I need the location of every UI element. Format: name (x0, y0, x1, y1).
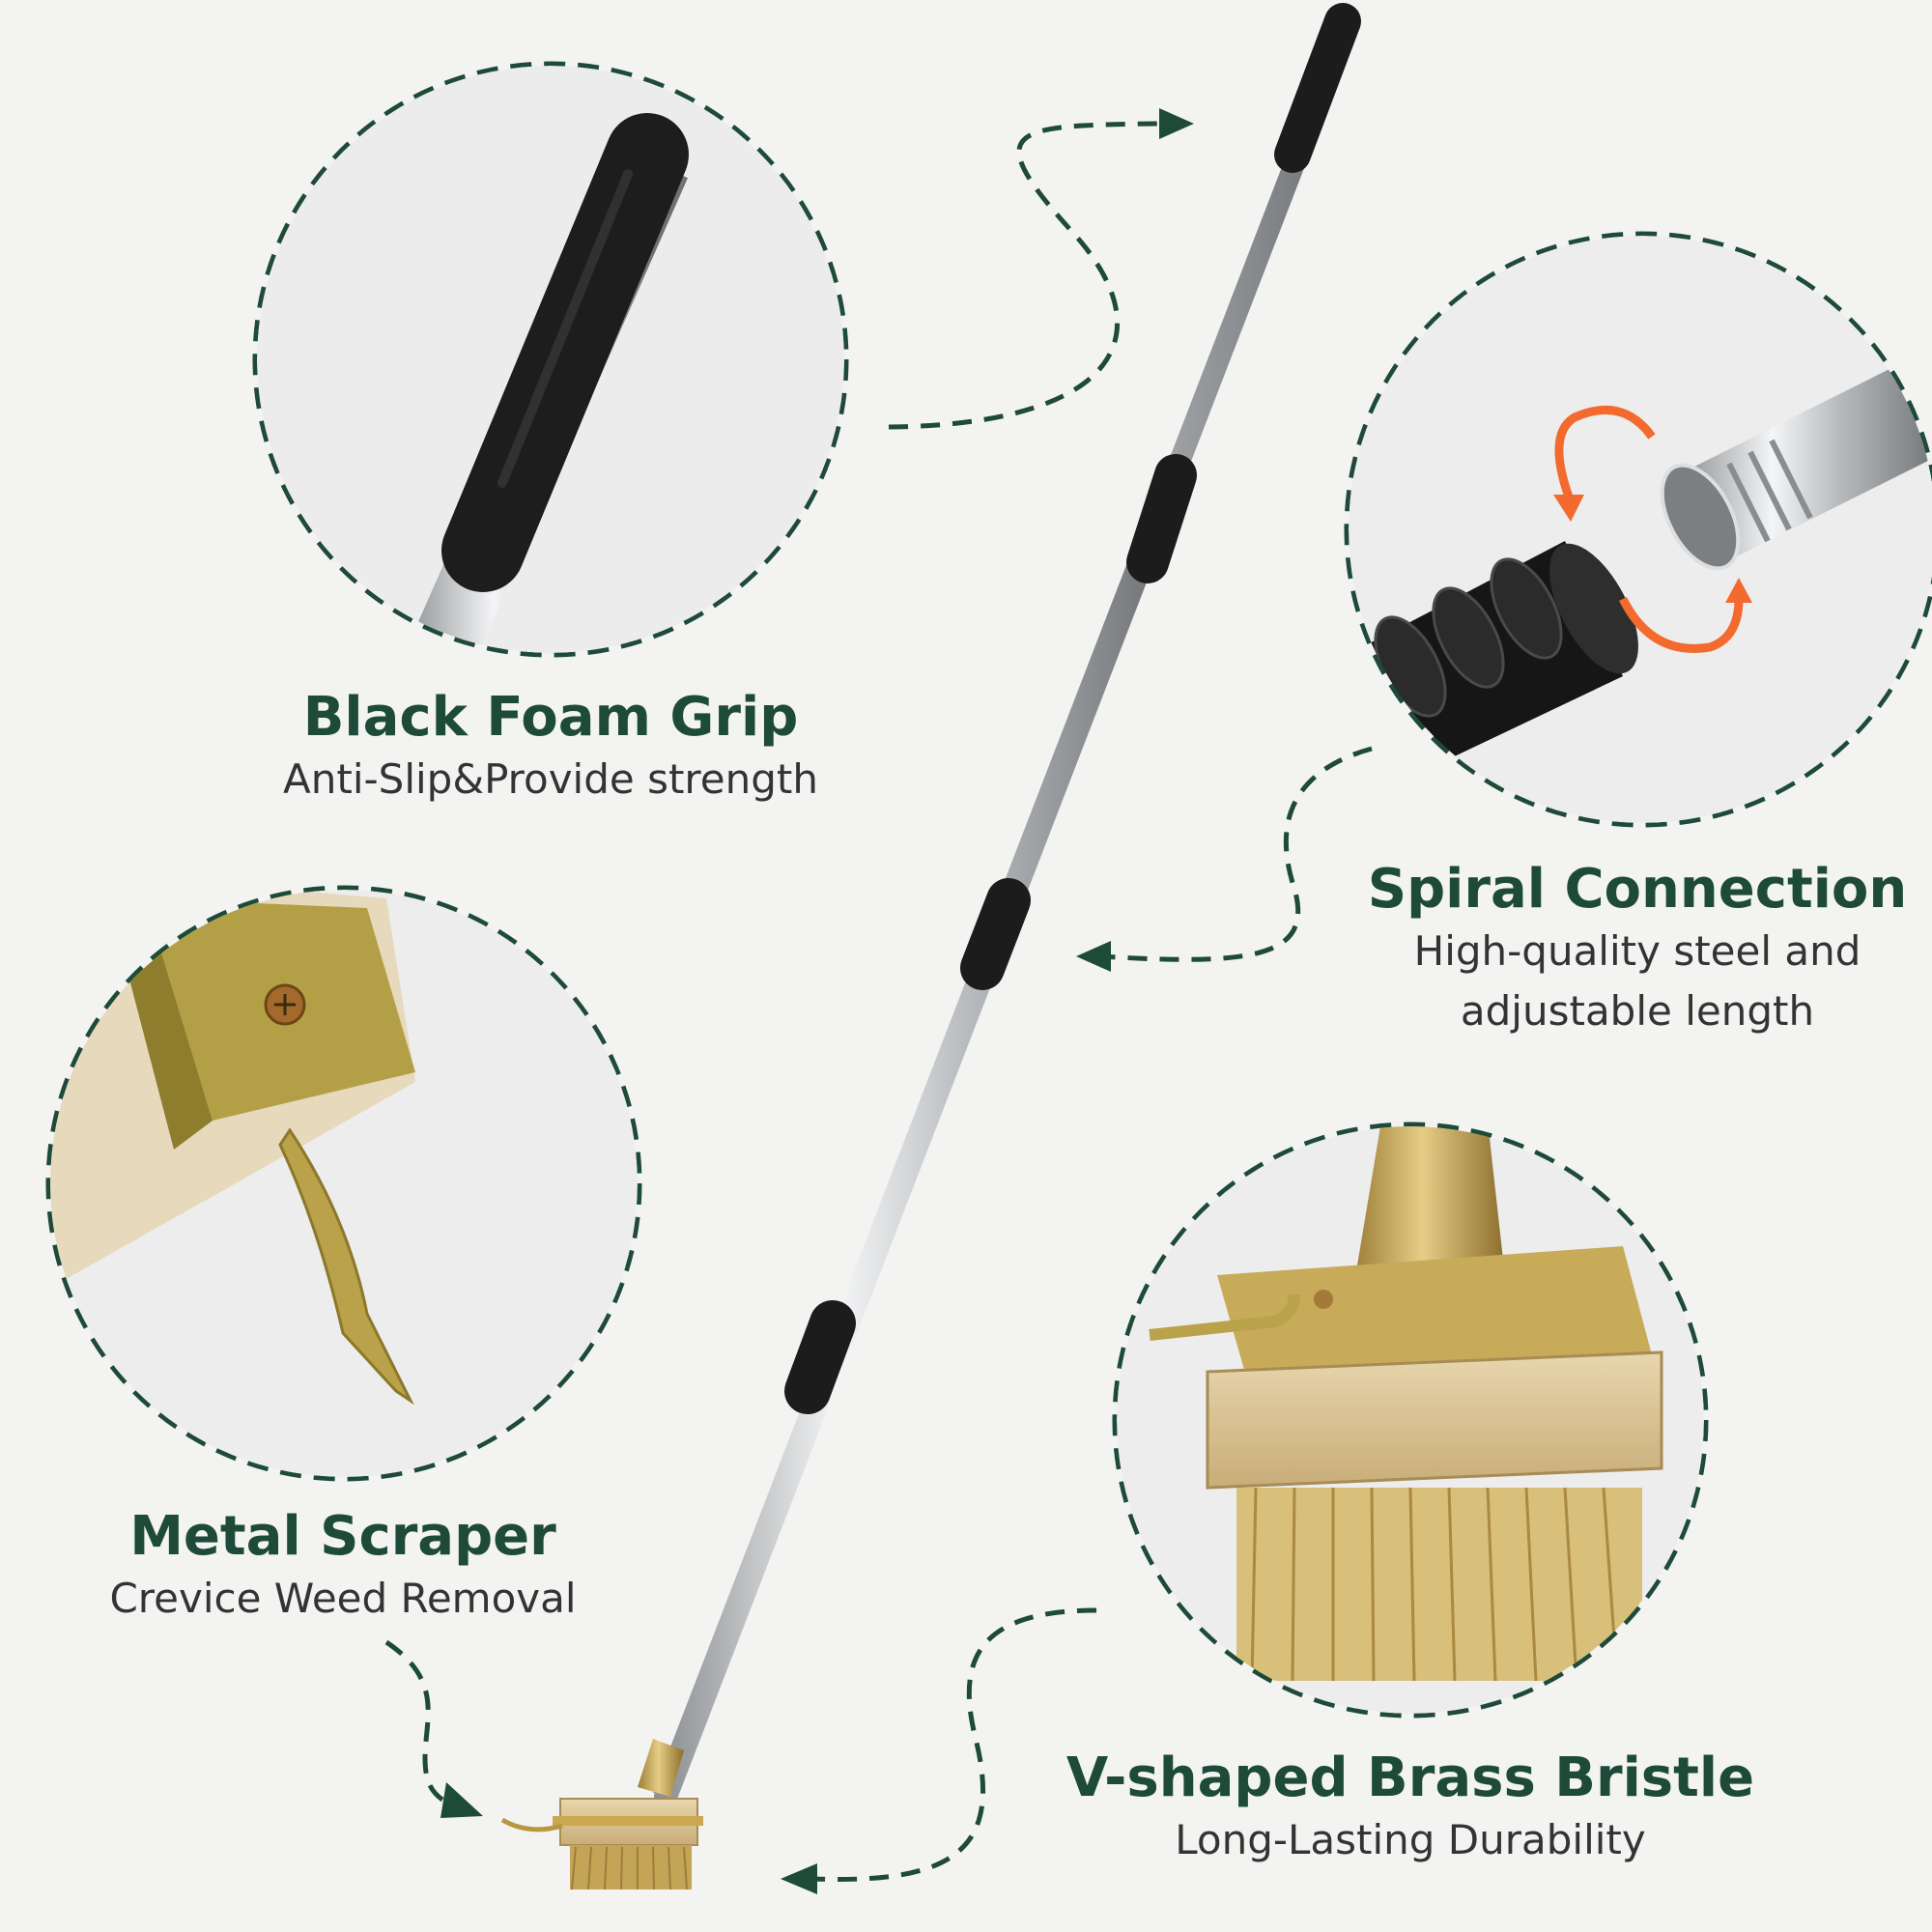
arrowhead-icon (1076, 941, 1111, 972)
top-grip (1274, 3, 1361, 173)
feature-bristle: V-shaped Brass Bristle Long-Lasting Dura… (1053, 1747, 1768, 1870)
feature-spiral-subtitle-line1: High-quality steel and (1413, 927, 1861, 975)
feature-scraper-subtitle: Crevice Weed Removal (109, 1575, 577, 1622)
mini-scraper (1149, 1293, 1300, 1341)
grip-circle-border (252, 61, 849, 658)
main-broom (500, 3, 1361, 1890)
bristle-circle-border (1112, 1122, 1709, 1719)
bristle-pointer-path (810, 1607, 1097, 1882)
feature-grip-title: Black Foam Grip (302, 686, 799, 749)
grip-closeup (257, 66, 844, 653)
pointer-arrows (384, 121, 1373, 1882)
feature-scraper-title: Metal Scraper (129, 1505, 556, 1568)
connector-1 (1126, 454, 1197, 583)
spiral-circle-border (1344, 231, 1932, 828)
arrowhead-icon (440, 1782, 483, 1818)
scraper-closeup (50, 890, 638, 1477)
brush-neck (638, 1739, 684, 1797)
scraper-blade (278, 1127, 414, 1406)
grip-pointer-path (888, 121, 1160, 430)
rotate-arrow-icon (1725, 578, 1752, 603)
feature-grip-subtitle: Anti-Slip&Provide strength (283, 755, 818, 803)
spiral-closeup (1349, 236, 1932, 823)
rotate-arrow-icon (1618, 596, 1744, 653)
arrowhead-icon (1159, 108, 1194, 139)
rotate-arrow-icon (1554, 406, 1656, 504)
pole-lower (652, 497, 1177, 1802)
feature-grip: Black Foam Grip Anti-Slip&Provide streng… (251, 686, 850, 810)
feature-spiral-title: Spiral Connection (1367, 858, 1908, 921)
arrowhead-icon (781, 1863, 817, 1894)
feature-bristle-title: V-shaped Brass Bristle (1065, 1747, 1755, 1809)
spiral-pointer-path (1100, 746, 1373, 962)
feature-scraper: Metal Scraper Crevice Weed Removal (77, 1505, 609, 1629)
mini-brush-head (500, 1798, 703, 1890)
feature-spiral: Spiral Connection High-quality steel and… (1352, 858, 1922, 1041)
connector-2 (960, 878, 1031, 990)
bristle-closeup (1117, 1126, 1704, 1714)
scraper-circle-border (45, 885, 642, 1482)
rotate-arrow-icon (1553, 495, 1584, 522)
feature-spiral-subtitle-line2: adjustable length (1460, 987, 1815, 1035)
feature-bristle-subtitle: Long-Lasting Durability (1175, 1816, 1646, 1863)
scraper-pointer-path (384, 1639, 456, 1809)
connector-3 (784, 1300, 856, 1414)
